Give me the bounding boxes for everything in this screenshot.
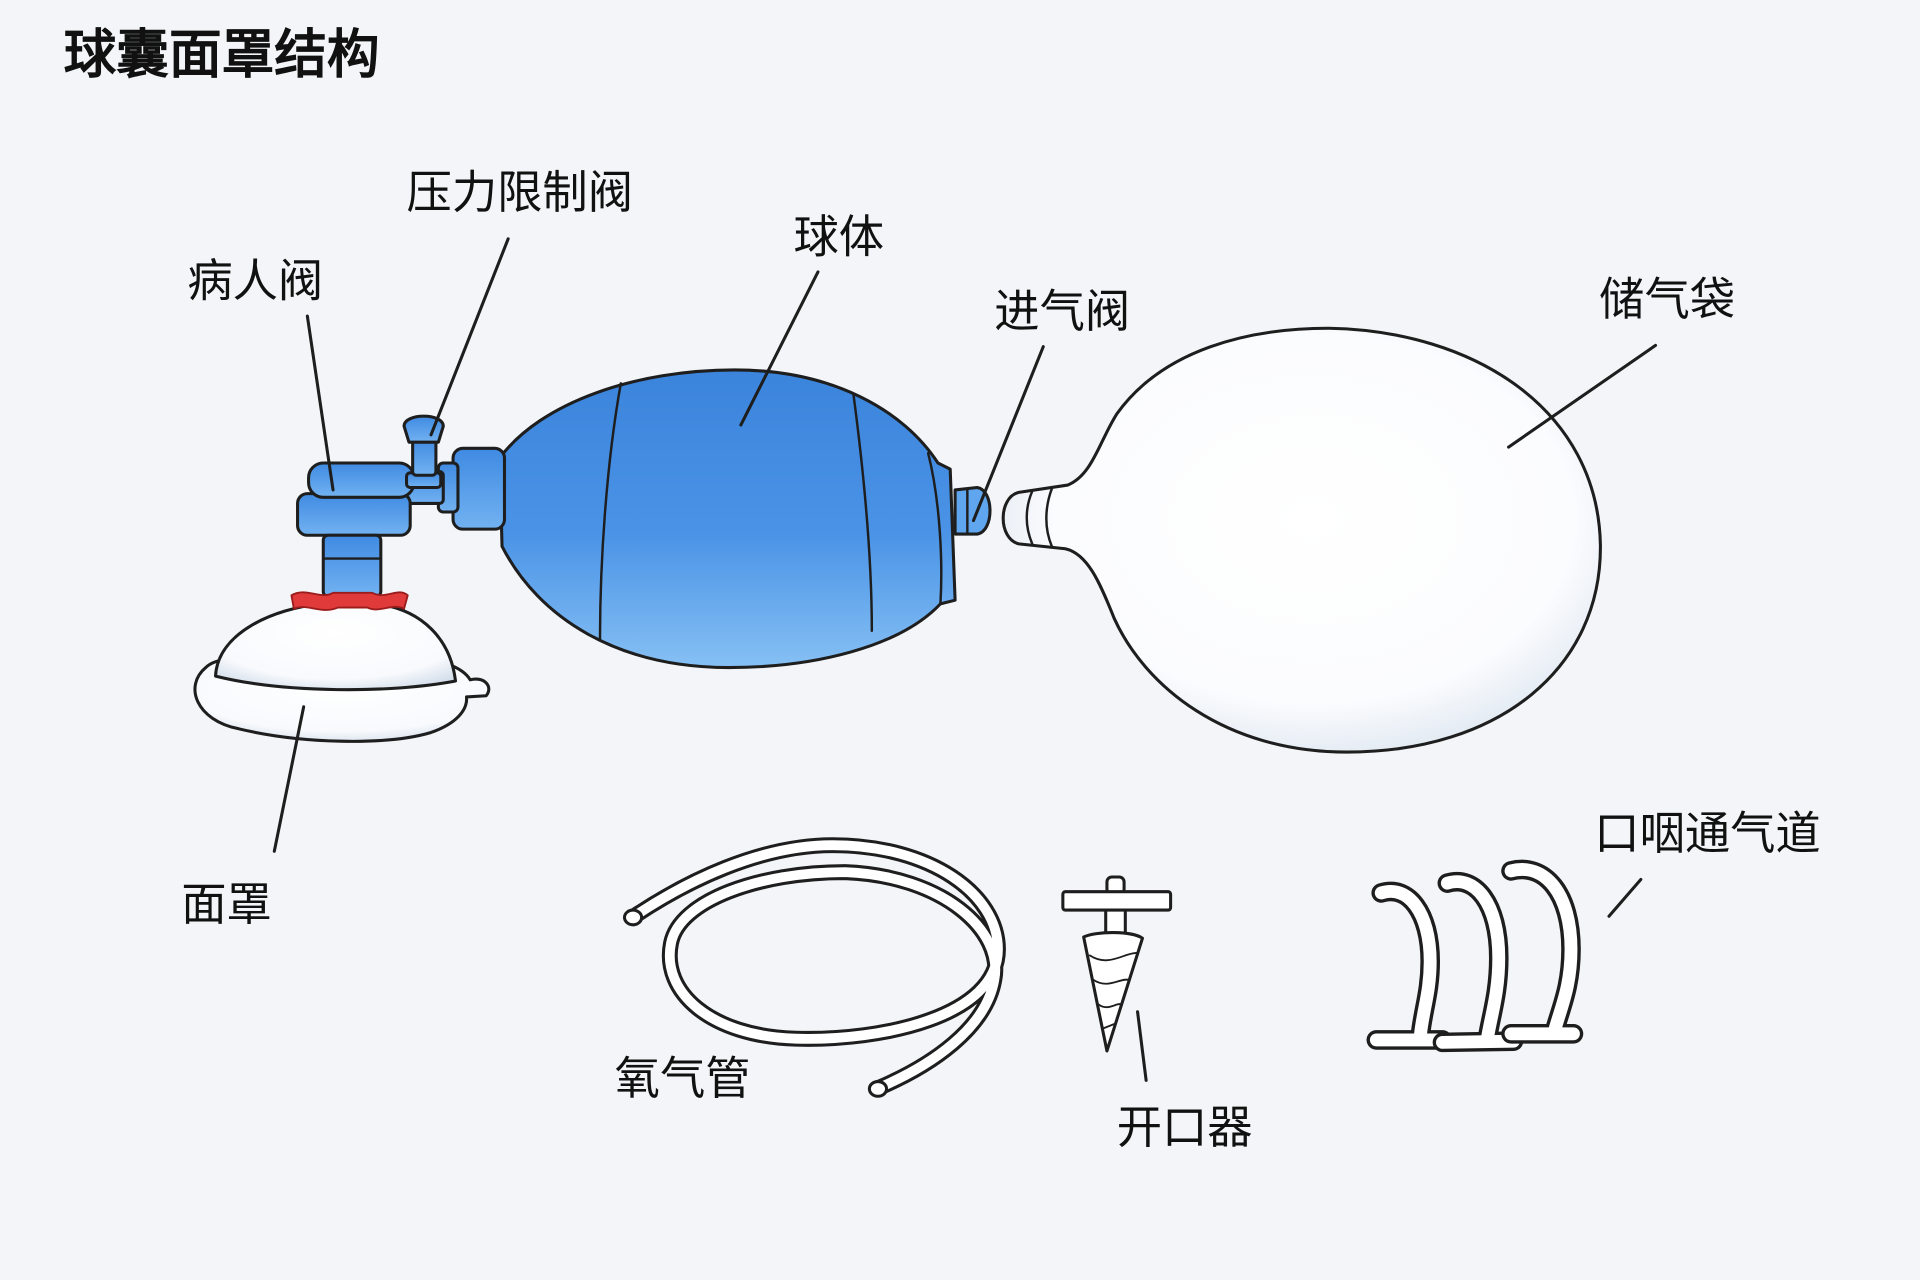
bulb-seam: [598, 382, 623, 641]
airway-flange-fill: [1436, 1034, 1520, 1049]
bulb-body: [498, 368, 957, 670]
mouth-opener-thread: [1088, 952, 1138, 962]
mouth-opener-thread: [1101, 1023, 1116, 1030]
patient-valve-stem: [321, 533, 383, 599]
oxygen-tube-end: [622, 908, 644, 927]
pressure-limit-valve-stem: [411, 436, 438, 477]
pressure-limit-valve: [402, 414, 445, 490]
page-title: 球囊面罩结构: [64, 24, 380, 85]
reservoir-bag: [1001, 326, 1602, 754]
leader-line-patient-valve: [305, 314, 335, 492]
bulb-neck-collar: [451, 446, 507, 531]
patient-valve-lower-block: [296, 492, 412, 537]
leader-line-pressure-limit-valve: [429, 237, 510, 437]
label-pressure-limit-valve: 压力限制阀: [407, 166, 633, 219]
leader-line-mask: [272, 705, 306, 853]
oropharyngeal-airway-2: [1432, 871, 1524, 1053]
mouth-opener-cone: [1082, 931, 1144, 1053]
airway-fill: [1440, 875, 1506, 1043]
label-oropharyngeal-airway: 口咽通气道: [1594, 807, 1820, 860]
reservoir-bag-neck-ridge: [1045, 487, 1054, 548]
reservoir-bag-neck-ridge: [1025, 489, 1034, 546]
leader-line-intake-valve: [971, 345, 1045, 523]
leader-line-mouth-opener: [1136, 1010, 1148, 1082]
patient-valve-upper-tube: [307, 461, 416, 499]
oropharyngeal-airway-3: [1501, 859, 1584, 1044]
leader-line-reservoir-bag: [1507, 343, 1658, 449]
label-reservoir-bag: 储气袋: [1599, 273, 1735, 326]
leader-line-oropharyngeal-airway: [1607, 877, 1643, 918]
label-oxygen-tube: 氧气管: [615, 1052, 751, 1105]
label-bulb: 球体: [793, 210, 884, 263]
patient-valve-assembly: [296, 414, 445, 599]
label-mask: 面罩: [181, 878, 272, 931]
label-mouth-opener: 开口器: [1117, 1101, 1253, 1154]
oxygen-tube: [622, 837, 1006, 1098]
bulb-seam: [852, 393, 874, 633]
oxygen-tube-fill: [631, 840, 1003, 1093]
airway-fill: [1374, 885, 1437, 1042]
mask-dome: [213, 602, 458, 692]
bulb: [436, 368, 957, 670]
leader-line-bulb: [739, 270, 820, 427]
reservoir-bag-body: [1001, 326, 1602, 754]
mouth-opener: [1061, 875, 1173, 1053]
mask-red-connector: [290, 591, 409, 611]
mouth-opener-thread: [1097, 1003, 1123, 1009]
label-intake-valve: 进气阀: [994, 285, 1130, 338]
mouth-opener-thread: [1092, 978, 1130, 985]
mouth-opener-handle: [1061, 890, 1173, 912]
face-mask: [193, 591, 491, 743]
pressure-limit-valve-cap: [402, 414, 445, 444]
bulb-end-cap: [926, 451, 943, 606]
oxygen-tube-end: [867, 1080, 889, 1098]
label-patient-valve: 病人阀: [187, 254, 323, 307]
oropharyngeal-airways: [1366, 859, 1584, 1053]
oropharyngeal-airway-1: [1366, 881, 1453, 1050]
airway-fill: [1504, 863, 1578, 1036]
